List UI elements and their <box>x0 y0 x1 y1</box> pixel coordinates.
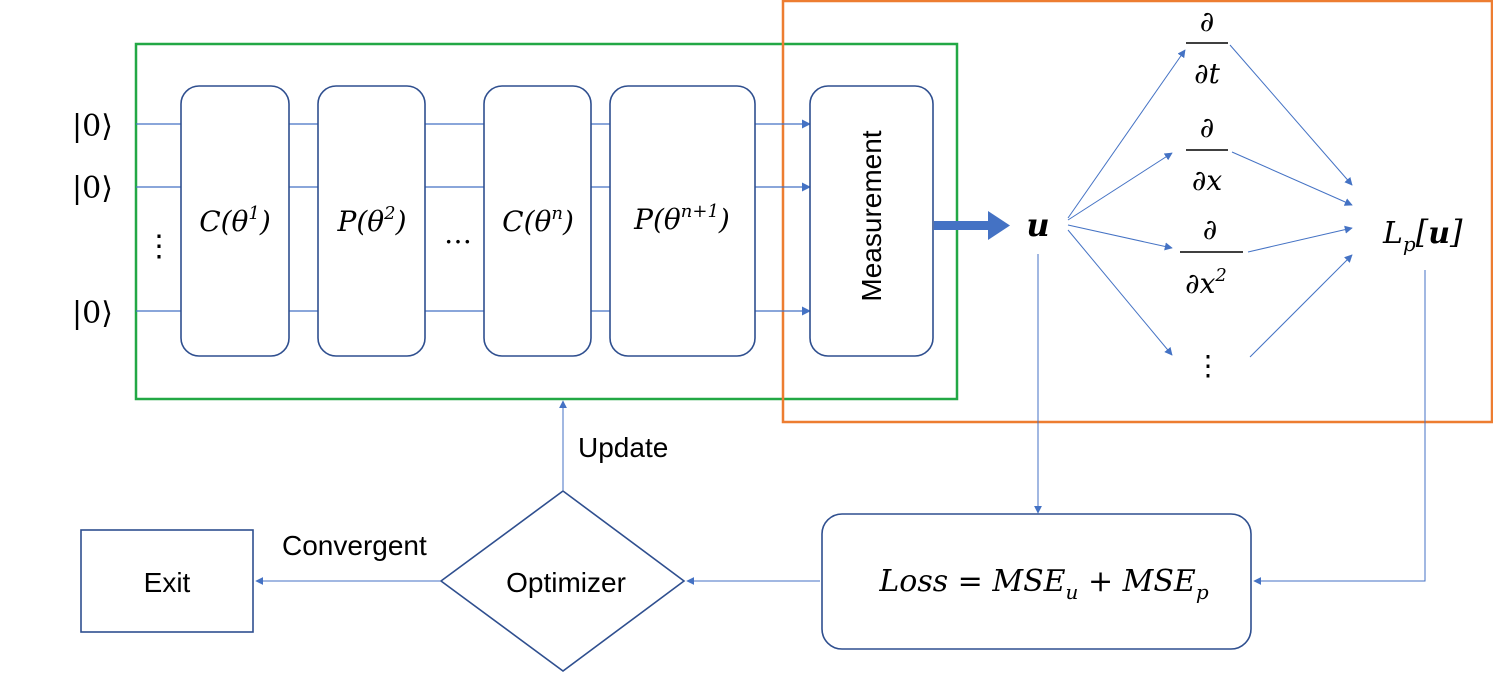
optimizer-label: Optimizer <box>506 567 626 598</box>
svg-text:C(θn): C(θn) <box>502 203 574 238</box>
svg-text:∂x: ∂x <box>1192 164 1222 197</box>
derivative-d-dx2: ∂ ∂x2 <box>1180 213 1243 300</box>
qubit-vdots: ⋮ <box>144 229 174 264</box>
u-to-derivative-arrows <box>1067 49 1186 356</box>
gate-c-theta-n: C(θn) <box>483 85 592 357</box>
gate-p-theta-2: P(θ2) <box>317 85 426 357</box>
derivative-frame <box>781 0 1493 424</box>
svg-text:∂x2: ∂x2 <box>1185 265 1227 300</box>
svg-text:P(θn+1): P(θn+1) <box>633 201 730 236</box>
loss-box: Loss = MSEu + MSEp <box>821 513 1252 650</box>
exit-label: Exit <box>144 567 191 598</box>
gate-p-theta-n-plus-1: P(θn+1) <box>609 85 756 357</box>
convergent-label: Convergent <box>282 530 427 561</box>
optimizer-diamond: Optimizer <box>439 490 686 672</box>
operator-to-loss-arrow <box>1253 270 1426 585</box>
derivative-d-dt: ∂ ∂t <box>1186 5 1228 90</box>
svg-text:∂: ∂ <box>1200 111 1214 144</box>
svg-text:P(θ2): P(θ2) <box>336 203 406 238</box>
derivative-vdots: ⋮ <box>1194 349 1222 382</box>
qubit-label: |0⟩ <box>72 171 113 206</box>
gate-ellipsis: … <box>444 217 472 250</box>
svg-text:∂: ∂ <box>1203 213 1217 246</box>
update-label: Update <box>578 432 668 463</box>
derivative-d-dx: ∂ ∂x <box>1186 111 1228 197</box>
measurement-output-arrow <box>934 211 1010 240</box>
svg-text:∂t: ∂t <box>1194 57 1220 90</box>
loss-formula: Loss = MSEu + MSEp <box>878 564 1208 604</box>
operator-lp-u: Lp[u] <box>1382 213 1463 256</box>
derivative-to-operator-arrows <box>1229 44 1353 358</box>
svg-text:C(θ1): C(θ1) <box>199 203 271 238</box>
svg-text:∂: ∂ <box>1200 5 1214 38</box>
qubit-label: |0⟩ <box>72 109 113 144</box>
qubit-label: |0⟩ <box>72 296 113 331</box>
output-u: u <box>1026 206 1049 244</box>
gate-c-theta-1: C(θ1) <box>180 85 290 357</box>
exit-box: Exit <box>80 529 254 633</box>
measurement-label: Measurement <box>856 130 887 301</box>
measurement-box: Measurement <box>809 85 934 357</box>
